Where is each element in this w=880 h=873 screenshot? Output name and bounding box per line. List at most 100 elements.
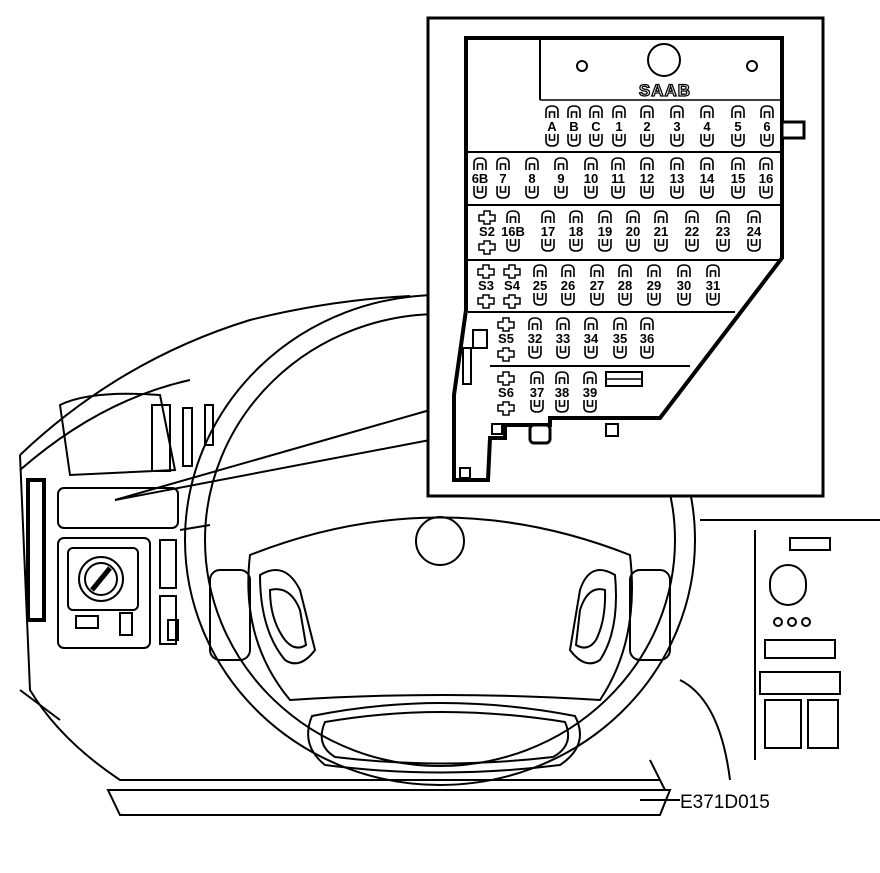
fuse-top-icon bbox=[670, 105, 684, 118]
fuse-bottom-icon bbox=[541, 239, 555, 252]
fuse-label: 18 bbox=[569, 224, 583, 239]
fuse-label: 10 bbox=[584, 171, 598, 186]
fuse-label: 5 bbox=[734, 119, 741, 134]
fuse-bottom-icon bbox=[706, 293, 720, 306]
fuse-slot: 38 bbox=[555, 371, 569, 413]
fuse-top-icon bbox=[731, 157, 745, 170]
fuse-slot: 32 bbox=[528, 317, 542, 359]
fuse-top-icon bbox=[654, 210, 668, 223]
fuse-top-icon bbox=[700, 105, 714, 118]
fuse-top-icon bbox=[554, 157, 568, 170]
relay-slot: S5 bbox=[497, 317, 515, 362]
fuse-label: A bbox=[547, 119, 557, 134]
fuse-bottom-icon bbox=[555, 400, 569, 413]
fuse-top-icon bbox=[561, 264, 575, 277]
fuse-bottom-icon bbox=[670, 186, 684, 199]
fuse-top-icon bbox=[589, 105, 603, 118]
fuse-label: 25 bbox=[533, 278, 547, 293]
fuse-bottom-icon bbox=[556, 346, 570, 359]
fuse-top-icon bbox=[640, 317, 654, 330]
fuse-bottom-icon bbox=[583, 400, 597, 413]
fuse-bottom-icon bbox=[584, 186, 598, 199]
fuse-top-icon bbox=[626, 210, 640, 223]
fuse-label: 12 bbox=[640, 171, 654, 186]
fuse-label: 30 bbox=[677, 278, 691, 293]
fuse-top-icon bbox=[677, 264, 691, 277]
fuse-bottom-icon bbox=[533, 293, 547, 306]
fuse-top-icon bbox=[618, 264, 632, 277]
fuse-label: 8 bbox=[528, 171, 535, 186]
fuse-slot: 19 bbox=[598, 210, 612, 252]
fuse-bottom-icon bbox=[618, 293, 632, 306]
fuse-slot: 2 bbox=[640, 105, 654, 147]
fuse-top-icon bbox=[473, 157, 487, 170]
fuse-slot: 4 bbox=[700, 105, 714, 147]
fuse-label: 38 bbox=[555, 385, 569, 400]
fuse-label: 20 bbox=[626, 224, 640, 239]
fuse-top-icon bbox=[584, 317, 598, 330]
fuse-label: 11 bbox=[611, 171, 625, 186]
fuse-slot: 35 bbox=[613, 317, 627, 359]
fuse-slot: 17 bbox=[541, 210, 555, 252]
fuse-slot: 27 bbox=[590, 264, 604, 306]
fuse-slot: 8 bbox=[525, 157, 539, 199]
fuse-slot: 37 bbox=[530, 371, 544, 413]
relay-bottom-icon bbox=[503, 294, 521, 309]
fuse-label: 27 bbox=[590, 278, 604, 293]
fuse-top-icon bbox=[525, 157, 539, 170]
fuse-bottom-icon bbox=[612, 134, 626, 147]
fuse-bottom-icon bbox=[677, 293, 691, 306]
fuse-bottom-icon bbox=[611, 186, 625, 199]
fuse-slot: 1 bbox=[612, 105, 626, 147]
fuse-top-icon bbox=[506, 210, 520, 223]
fuse-label: S6 bbox=[498, 385, 514, 400]
fuse-bottom-icon bbox=[731, 134, 745, 147]
fuse-top-icon bbox=[584, 157, 598, 170]
fuse-slot: 6 bbox=[760, 105, 774, 147]
fuse-label: 2 bbox=[643, 119, 650, 134]
fuse-top-icon bbox=[528, 317, 542, 330]
fuse-top-icon bbox=[700, 157, 714, 170]
fuse-box-inset bbox=[426, 16, 825, 498]
fuse-slot: 7 bbox=[496, 157, 510, 199]
fuse-label: 32 bbox=[528, 331, 542, 346]
fuse-label: 22 bbox=[685, 224, 699, 239]
fuse-label: S4 bbox=[504, 278, 521, 293]
fuse-bottom-icon bbox=[613, 346, 627, 359]
fuse-label: 26 bbox=[561, 278, 575, 293]
fuse-top-icon bbox=[611, 157, 625, 170]
relay-top-icon bbox=[477, 264, 495, 279]
fuse-bottom-icon bbox=[545, 134, 559, 147]
fuse-bottom-icon bbox=[561, 293, 575, 306]
fuse-top-icon bbox=[759, 157, 773, 170]
fuse-slot: 10 bbox=[584, 157, 598, 199]
fuse-label: 6 bbox=[763, 119, 770, 134]
fuse-slot: 23 bbox=[716, 210, 730, 252]
fuse-top-icon bbox=[640, 105, 654, 118]
fuse-label: 16B bbox=[501, 224, 525, 239]
relay-bottom-icon bbox=[497, 347, 515, 362]
fuse-bottom-icon bbox=[530, 400, 544, 413]
fuse-bottom-icon bbox=[567, 134, 581, 147]
fuse-bottom-icon bbox=[640, 346, 654, 359]
fuse-bottom-icon bbox=[670, 134, 684, 147]
fuse-label: 15 bbox=[731, 171, 745, 186]
relay-bottom-icon bbox=[478, 240, 496, 255]
fuse-label: 3 bbox=[673, 119, 680, 134]
fuse-bottom-icon bbox=[598, 239, 612, 252]
fuse-top-icon bbox=[647, 264, 661, 277]
fuse-bottom-icon bbox=[473, 186, 487, 199]
fuse-top-icon bbox=[567, 105, 581, 118]
fuse-slot: 13 bbox=[670, 157, 684, 199]
relay-slot: S3 bbox=[477, 264, 495, 309]
fuse-top-icon bbox=[716, 210, 730, 223]
relay-slot: S4 bbox=[503, 264, 521, 309]
fuse-slot: 20 bbox=[626, 210, 640, 252]
fuse-bottom-icon bbox=[525, 186, 539, 199]
brand-logo-text: SAAB bbox=[639, 81, 691, 100]
fuse-top-icon bbox=[533, 264, 547, 277]
fuse-slot: 16B bbox=[501, 210, 525, 252]
fuse-slot: 33 bbox=[556, 317, 570, 359]
fuse-label: 31 bbox=[706, 278, 720, 293]
fuse-slot: 31 bbox=[706, 264, 720, 306]
